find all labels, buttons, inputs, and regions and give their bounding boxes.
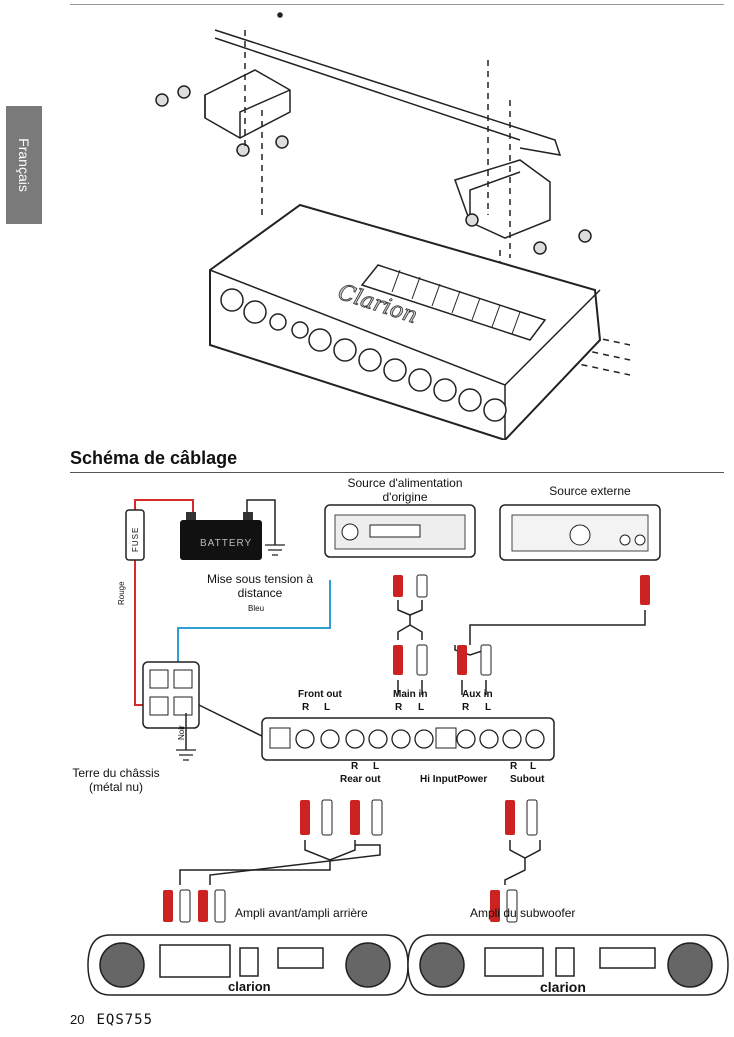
rear-out-r: R [351, 761, 359, 772]
rear-out-label: Rear out [340, 774, 381, 785]
amp-front-rear-label: Ampli avant/ampli arrière [235, 906, 368, 920]
main-in-label: Main in [393, 689, 428, 700]
aux-in-label: Aux in [462, 689, 493, 700]
subout-label: Subout [510, 774, 545, 785]
rear-out-l: L [373, 761, 380, 772]
footer: 20 EQS755 [70, 1012, 153, 1028]
power-source-label: Source d'alimentation d'origine [347, 476, 463, 504]
section-title: Schéma de câblage [70, 448, 238, 468]
red-wire-label: Rouge [117, 581, 126, 605]
section-rule [70, 472, 724, 473]
subout-l: L [530, 761, 537, 772]
installation-illustration: Clarion [155, 12, 631, 440]
amp-sub-label: Ampli du subwoofer [470, 906, 576, 920]
black-wire-label: Noir [177, 725, 186, 740]
aux-in-l: L [485, 702, 492, 713]
main-in-r: R [395, 702, 403, 713]
hi-input-power-label: Hi InputPower [420, 774, 488, 785]
aux-in-r: R [462, 702, 470, 713]
amp1-brand: clarion [228, 979, 271, 994]
remote-power-label: Mise sous tension à distance [206, 572, 314, 600]
main-in-l: L [418, 702, 425, 713]
subout-r: R [510, 761, 518, 772]
battery-label: BATTERY [200, 538, 253, 549]
model-name: EQS755 [96, 1012, 154, 1028]
blue-wire-label: Bleu [248, 604, 265, 613]
page-number: 20 [70, 1012, 85, 1027]
front-out-r: R [302, 702, 310, 713]
language-tab: Français [6, 106, 42, 224]
top-rule [70, 4, 724, 5]
front-out-l: L [324, 702, 331, 713]
front-out-label: Front out [298, 689, 342, 700]
amp2-brand: clarion [540, 979, 586, 995]
external-source-label: Source externe [549, 484, 631, 498]
chassis-ground-label: Terre du châssis (métal nu) [72, 766, 160, 794]
fuse-label: FUSE [131, 526, 140, 552]
